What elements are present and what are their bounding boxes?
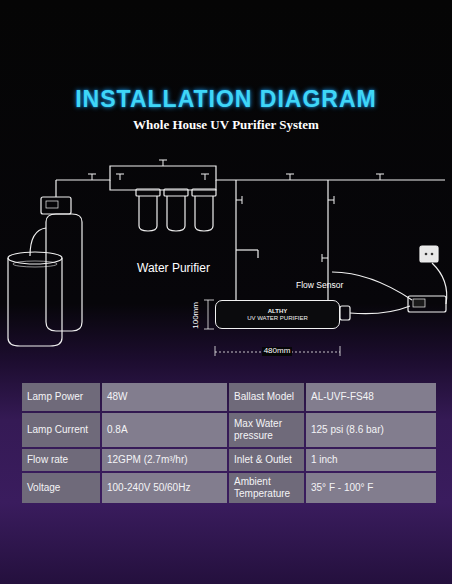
valve — [322, 254, 328, 262]
lamp-cable — [340, 306, 350, 320]
table-value: 12GPM (2.7m³/hr) — [102, 449, 227, 471]
table-key: Ambient Temperature — [229, 473, 304, 503]
softener-tank — [55, 180, 56, 197]
table-value: 100-240V 50/60Hz — [102, 473, 227, 503]
valve — [236, 196, 242, 204]
subtitle: Whole House UV Purifier System — [0, 118, 452, 132]
dimension-line — [215, 346, 216, 356]
table-key: Lamp Current — [22, 413, 100, 447]
part-label: Flow Sensor — [296, 281, 343, 290]
page-title: INSTALLATION DIAGRAM — [0, 86, 452, 113]
softener-tank — [41, 180, 82, 331]
ballast — [413, 299, 425, 307]
dimension-label: 100mm — [192, 302, 201, 329]
softener-tank — [41, 197, 71, 214]
filter-housing — [192, 189, 216, 196]
table-key: Max Water pressure — [229, 413, 304, 447]
ballast — [408, 296, 446, 312]
wall-socket — [420, 246, 438, 262]
main-pipe — [235, 180, 236, 300]
lamp-cable — [332, 272, 412, 320]
main-pipe — [56, 166, 445, 300]
valve — [116, 174, 124, 180]
valve — [88, 174, 96, 180]
brine-tank — [13, 261, 57, 267]
valve — [88, 160, 384, 262]
lamp-cable — [332, 272, 412, 300]
table-value: 35° F - 100° F — [306, 473, 436, 503]
dimension-label: 480mm — [262, 347, 293, 356]
main-pipe — [56, 166, 445, 180]
valve — [376, 174, 384, 180]
valve — [159, 160, 167, 166]
ballast — [408, 263, 447, 312]
filter-housing — [136, 189, 216, 231]
table-key: Lamp Power — [22, 383, 100, 411]
table-key: Inlet & Outlet — [229, 449, 304, 471]
wall-socket — [425, 253, 428, 256]
main-pipe — [236, 249, 258, 250]
wall-socket — [431, 253, 434, 256]
softener-tank — [46, 201, 58, 208]
ballast — [432, 263, 447, 304]
brine-tank — [8, 252, 62, 346]
filter-housing — [195, 196, 213, 231]
table-value: 0.8A — [102, 413, 227, 447]
valve — [201, 174, 209, 180]
dimension-line — [204, 300, 340, 356]
table-key: Flow rate — [22, 449, 100, 471]
softener-tank — [46, 214, 82, 331]
filter-housing — [136, 189, 160, 196]
wall-socket — [420, 246, 438, 262]
filter-housing — [164, 189, 188, 196]
table-key: Voltage — [22, 473, 100, 503]
table-key: Ballast Model — [229, 383, 304, 411]
dimension-line — [204, 300, 214, 301]
dimension-line — [340, 346, 341, 356]
table-value: 125 psi (8.6 bar) — [306, 413, 436, 447]
brand-name: ALTHY — [268, 308, 288, 315]
table-value: 1 inch — [306, 449, 436, 471]
table-value: 48W — [102, 383, 227, 411]
filter-housing — [139, 196, 157, 231]
brine-line — [30, 228, 46, 256]
dimension-line — [204, 329, 214, 330]
uv-purifier-unit: ALTHYUV WATER PURIFIER — [215, 300, 340, 329]
valve — [286, 174, 294, 180]
dimension-line — [208, 300, 209, 329]
main-pipe — [257, 250, 258, 258]
part-label: Water Purifier — [137, 262, 210, 275]
table-value: AL-UVF-FS48 — [306, 383, 436, 411]
product-name: UV WATER PURIFIER — [247, 315, 308, 322]
filter-housing — [167, 196, 185, 231]
valve — [328, 196, 334, 204]
brine-tank — [8, 258, 62, 346]
lamp-cable — [350, 306, 410, 314]
spec-table: Lamp Power48WBallast ModelAL-UVF-FS48Lam… — [22, 383, 436, 503]
